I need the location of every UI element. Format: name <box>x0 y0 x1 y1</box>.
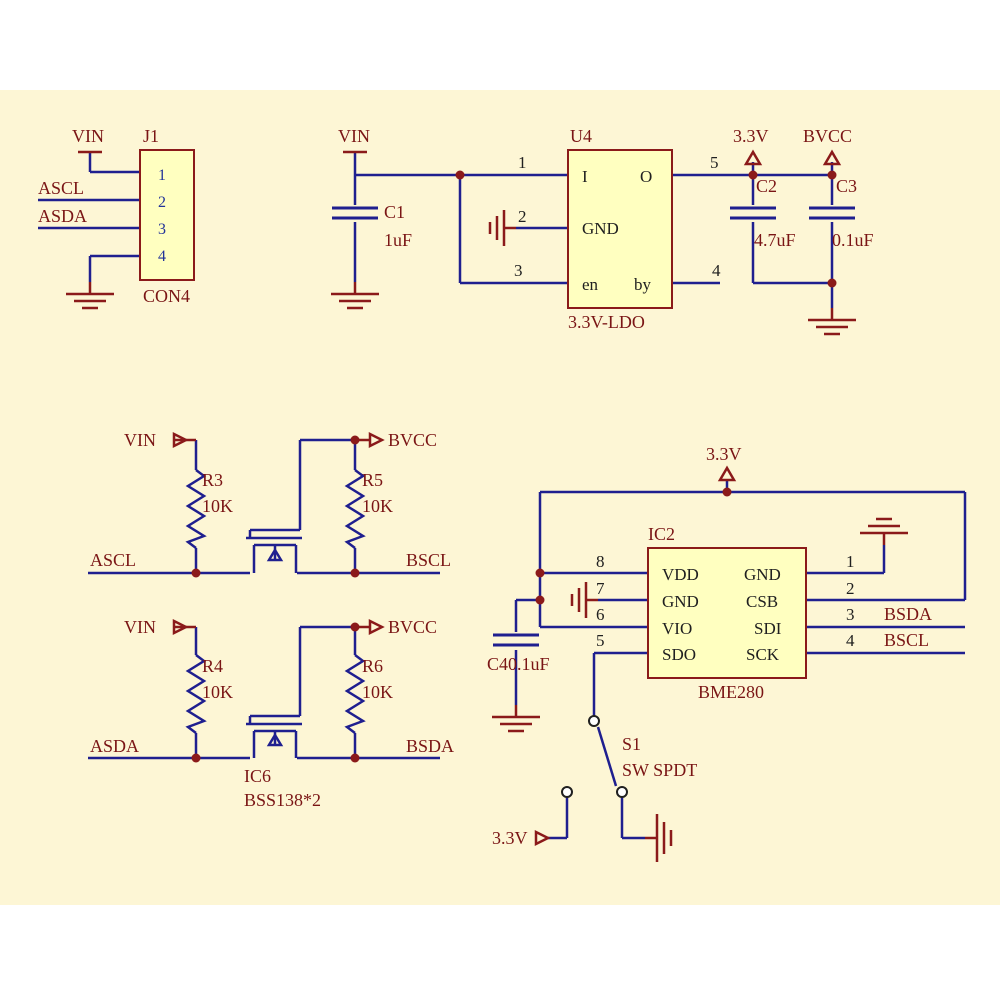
out-33v-label: 3.3V <box>733 126 769 146</box>
ldo-pin-o: O <box>640 167 652 186</box>
bme280-body <box>647 547 807 679</box>
pin-number: 5 <box>596 631 605 650</box>
pin-number: 1 <box>158 167 166 184</box>
pin-number: 2 <box>518 207 527 226</box>
sensor-pin-right: SCK <box>746 645 780 664</box>
c1-value: 1uF <box>384 230 412 250</box>
vin-label: VIN <box>72 126 104 146</box>
asda-label: ASDA <box>90 736 139 756</box>
ldo-pin-gnd: GND <box>582 219 619 238</box>
sensor-pin-right: CSB <box>746 592 778 611</box>
r6-value: 10K <box>362 682 393 702</box>
bvcc-label: BVCC <box>388 430 437 450</box>
connector-body <box>139 149 195 281</box>
ic6-type: BSS138*2 <box>244 790 321 810</box>
r4-ref: R4 <box>202 656 223 676</box>
pin-number: 6 <box>596 605 605 624</box>
r3-value: 10K <box>202 496 233 516</box>
pin-number: 2 <box>158 194 166 211</box>
ldo-pin-by: by <box>634 275 652 294</box>
bsda-label: BSDA <box>884 604 932 624</box>
ascl-label: ASCL <box>90 550 136 570</box>
sensor-section: 3.3V IC2 VDD GND VIO SDO GND CSB SDI SCK… <box>487 444 967 864</box>
r3-ref: R3 <box>202 470 223 490</box>
pin-number: 4 <box>158 248 166 265</box>
ldo-pin-en: en <box>582 275 599 294</box>
ldo-body <box>567 149 673 309</box>
pin-number: 4 <box>712 261 721 280</box>
supply-label: 3.3V <box>706 444 742 464</box>
pin-number: 3 <box>514 261 523 280</box>
c2-ref: C2 <box>756 176 777 196</box>
bvcc-label: BVCC <box>388 617 437 637</box>
c4-label: C40.1uF <box>487 654 550 674</box>
level-shifter-section: VIN BVCC R3 10K R5 10K ASCL BSCL VIN BVC… <box>88 430 454 810</box>
pin-number: 1 <box>846 552 855 571</box>
sensor-pin-left: VIO <box>662 619 692 638</box>
vin-label: VIN <box>124 430 156 450</box>
asda-label: ASDA <box>38 206 87 226</box>
sensor-pin-right: GND <box>744 565 781 584</box>
switch-type: SW SPDT <box>622 760 697 780</box>
bscl-label: BSCL <box>406 550 451 570</box>
r6-ref: R6 <box>362 656 383 676</box>
pin-number: 2 <box>846 579 855 598</box>
ldo-pin-i: I <box>582 167 588 186</box>
sensor-pin-right: SDI <box>754 619 782 638</box>
ascl-label: ASCL <box>38 178 84 198</box>
bme280-type: BME280 <box>698 682 764 702</box>
c3-value: 0.1uF <box>832 230 874 250</box>
regulator-section: VIN C1 1uF U4 I O GND en by 1 2 3 4 5 3.… <box>329 126 874 336</box>
bscl-label: BSCL <box>884 630 929 650</box>
connector-j1: VIN J1 ASCL ASDA 1 2 3 4 CON4 <box>38 126 195 310</box>
sensor-pin-left: GND <box>662 592 699 611</box>
pin-number: 4 <box>846 631 855 650</box>
r5-ref: R5 <box>362 470 383 490</box>
vin-label: VIN <box>124 617 156 637</box>
connector-ref: J1 <box>143 126 159 146</box>
pin-number: 8 <box>596 552 605 571</box>
pin-number: 3 <box>846 605 855 624</box>
bsda-label: BSDA <box>406 736 454 756</box>
ic6-ref: IC6 <box>244 766 271 786</box>
switch-33v-label: 3.3V <box>492 828 528 848</box>
connector-type: CON4 <box>143 286 190 306</box>
pin-number: 3 <box>158 221 166 238</box>
pin-number: 1 <box>518 153 527 172</box>
out-bvcc-label: BVCC <box>803 126 852 146</box>
ldo-type: 3.3V-LDO <box>568 312 645 332</box>
sensor-pin-left: VDD <box>662 565 699 584</box>
c3-ref: C3 <box>836 176 857 196</box>
vin-label: VIN <box>338 126 370 146</box>
ic2-ref: IC2 <box>648 524 675 544</box>
r4-value: 10K <box>202 682 233 702</box>
pin-number: 7 <box>596 579 605 598</box>
c1-ref: C1 <box>384 202 405 222</box>
switch-ref: S1 <box>622 734 641 754</box>
pin-number: 5 <box>710 153 719 172</box>
c2-value: 4.7uF <box>754 230 796 250</box>
sensor-pin-left: SDO <box>662 645 696 664</box>
r5-value: 10K <box>362 496 393 516</box>
ldo-ref: U4 <box>570 126 592 146</box>
